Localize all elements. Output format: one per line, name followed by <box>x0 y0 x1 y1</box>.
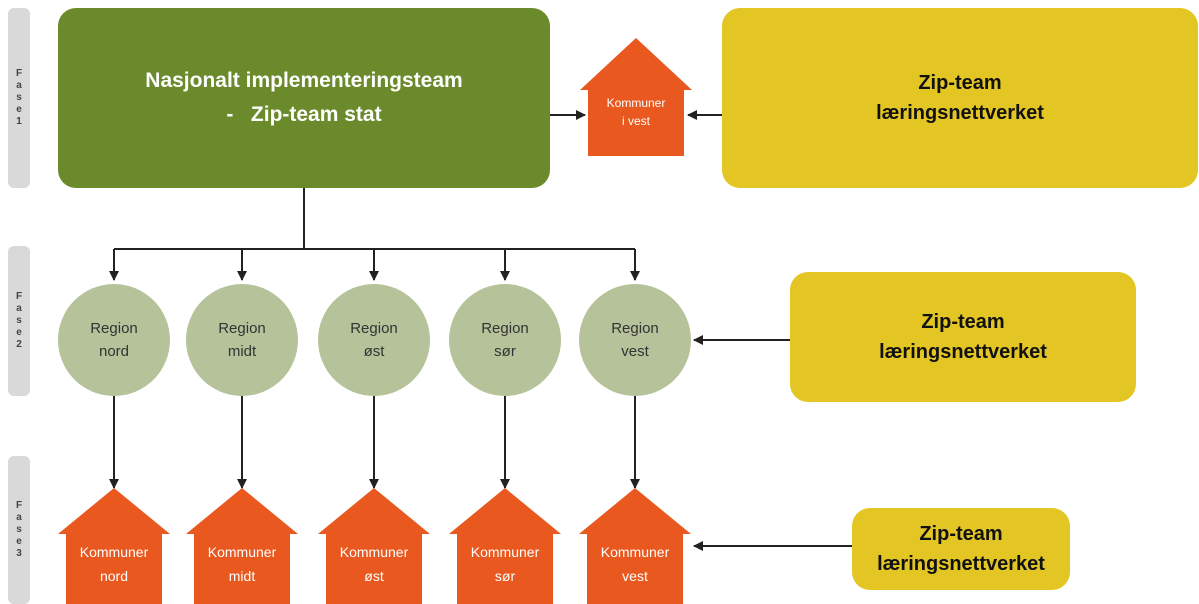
zip-team-box-3: Zip-team læringsnettverket <box>852 508 1070 590</box>
region-ost-line1: Region <box>350 320 398 337</box>
house-label-line2: i vest <box>621 114 650 128</box>
kommuner-nord-line2: nord <box>99 568 129 584</box>
region-vest-line1: Region <box>611 320 659 337</box>
zip-team-3-line1: Zip-team <box>919 523 1003 545</box>
region-nord-line1: Region <box>90 320 138 337</box>
region-nord-line2: nord <box>98 343 130 360</box>
region-vest: Region vest <box>579 284 691 396</box>
kommuner-nord-line1: Kommuner <box>79 544 149 560</box>
phase-label-1: Fase 1 <box>15 68 23 127</box>
region-midt-line2: midt <box>227 343 257 360</box>
region-sor-line1: Region <box>481 320 529 337</box>
region-midt-line1: Region <box>218 320 266 337</box>
zip-team-box-1: Zip-team læringsnettverket <box>722 8 1198 188</box>
region-ost: Region øst <box>318 284 430 396</box>
region-vest-line2: vest <box>621 343 649 360</box>
national-team-title: Nasjonalt implementeringsteam <box>145 69 463 92</box>
kommuner-sor-line2: sør <box>494 568 516 584</box>
kommuner-vest-line1: Kommuner <box>600 544 670 560</box>
house-kommuner-vest: Kommuner vest <box>579 488 691 604</box>
zip-team-1-line1: Zip-team <box>918 72 1002 94</box>
national-team-box: Nasjonalt implementeringsteam - Zip-team… <box>58 8 550 188</box>
phase-bar-1: Fase 1 <box>8 8 30 188</box>
kommuner-ost-line2: øst <box>364 568 384 584</box>
house-shape <box>186 488 298 604</box>
zip-team-1-line2: læringsnettverket <box>876 102 1044 124</box>
region-ost-line2: øst <box>363 343 385 360</box>
national-team-subtitle: - Zip-team stat <box>226 103 382 126</box>
kommuner-sor-line1: Kommuner <box>470 544 540 560</box>
house-kommuner-ost: Kommuner øst <box>318 488 430 604</box>
phase-label-2: Fase 2 <box>15 291 23 350</box>
region-sor: Region sør <box>449 284 561 396</box>
phase-bar-3: Fase 3 <box>8 456 30 604</box>
region-nord: Region nord <box>58 284 170 396</box>
house-kommuner-sor: Kommuner sør <box>449 488 561 604</box>
region-sor-line2: sør <box>494 343 516 360</box>
house-kommuner-nord: Kommuner nord <box>58 488 170 604</box>
house-shape <box>318 488 430 604</box>
house-shape <box>580 38 692 156</box>
house-kommuner-midt: Kommuner midt <box>186 488 298 604</box>
kommuner-vest-line2: vest <box>622 568 648 584</box>
zip-team-3-line2: læringsnettverket <box>877 553 1045 575</box>
phase-bar-2: Fase 2 <box>8 246 30 396</box>
house-shape <box>58 488 170 604</box>
zip-team-2-line2: læringsnettverket <box>879 341 1047 363</box>
kommuner-midt-line2: midt <box>228 568 256 584</box>
region-midt: Region midt <box>186 284 298 396</box>
phase-label-3: Fase 3 <box>15 500 23 559</box>
zip-team-2-line1: Zip-team <box>921 311 1005 333</box>
house-kommuner-i-vest: Kommuner i vest <box>580 38 692 158</box>
house-shape <box>449 488 561 604</box>
house-shape <box>579 488 691 604</box>
zip-team-box-2: Zip-team læringsnettverket <box>790 272 1136 402</box>
house-label-line1: Kommuner <box>606 96 666 110</box>
kommuner-midt-line1: Kommuner <box>207 544 277 560</box>
kommuner-ost-line1: Kommuner <box>339 544 409 560</box>
